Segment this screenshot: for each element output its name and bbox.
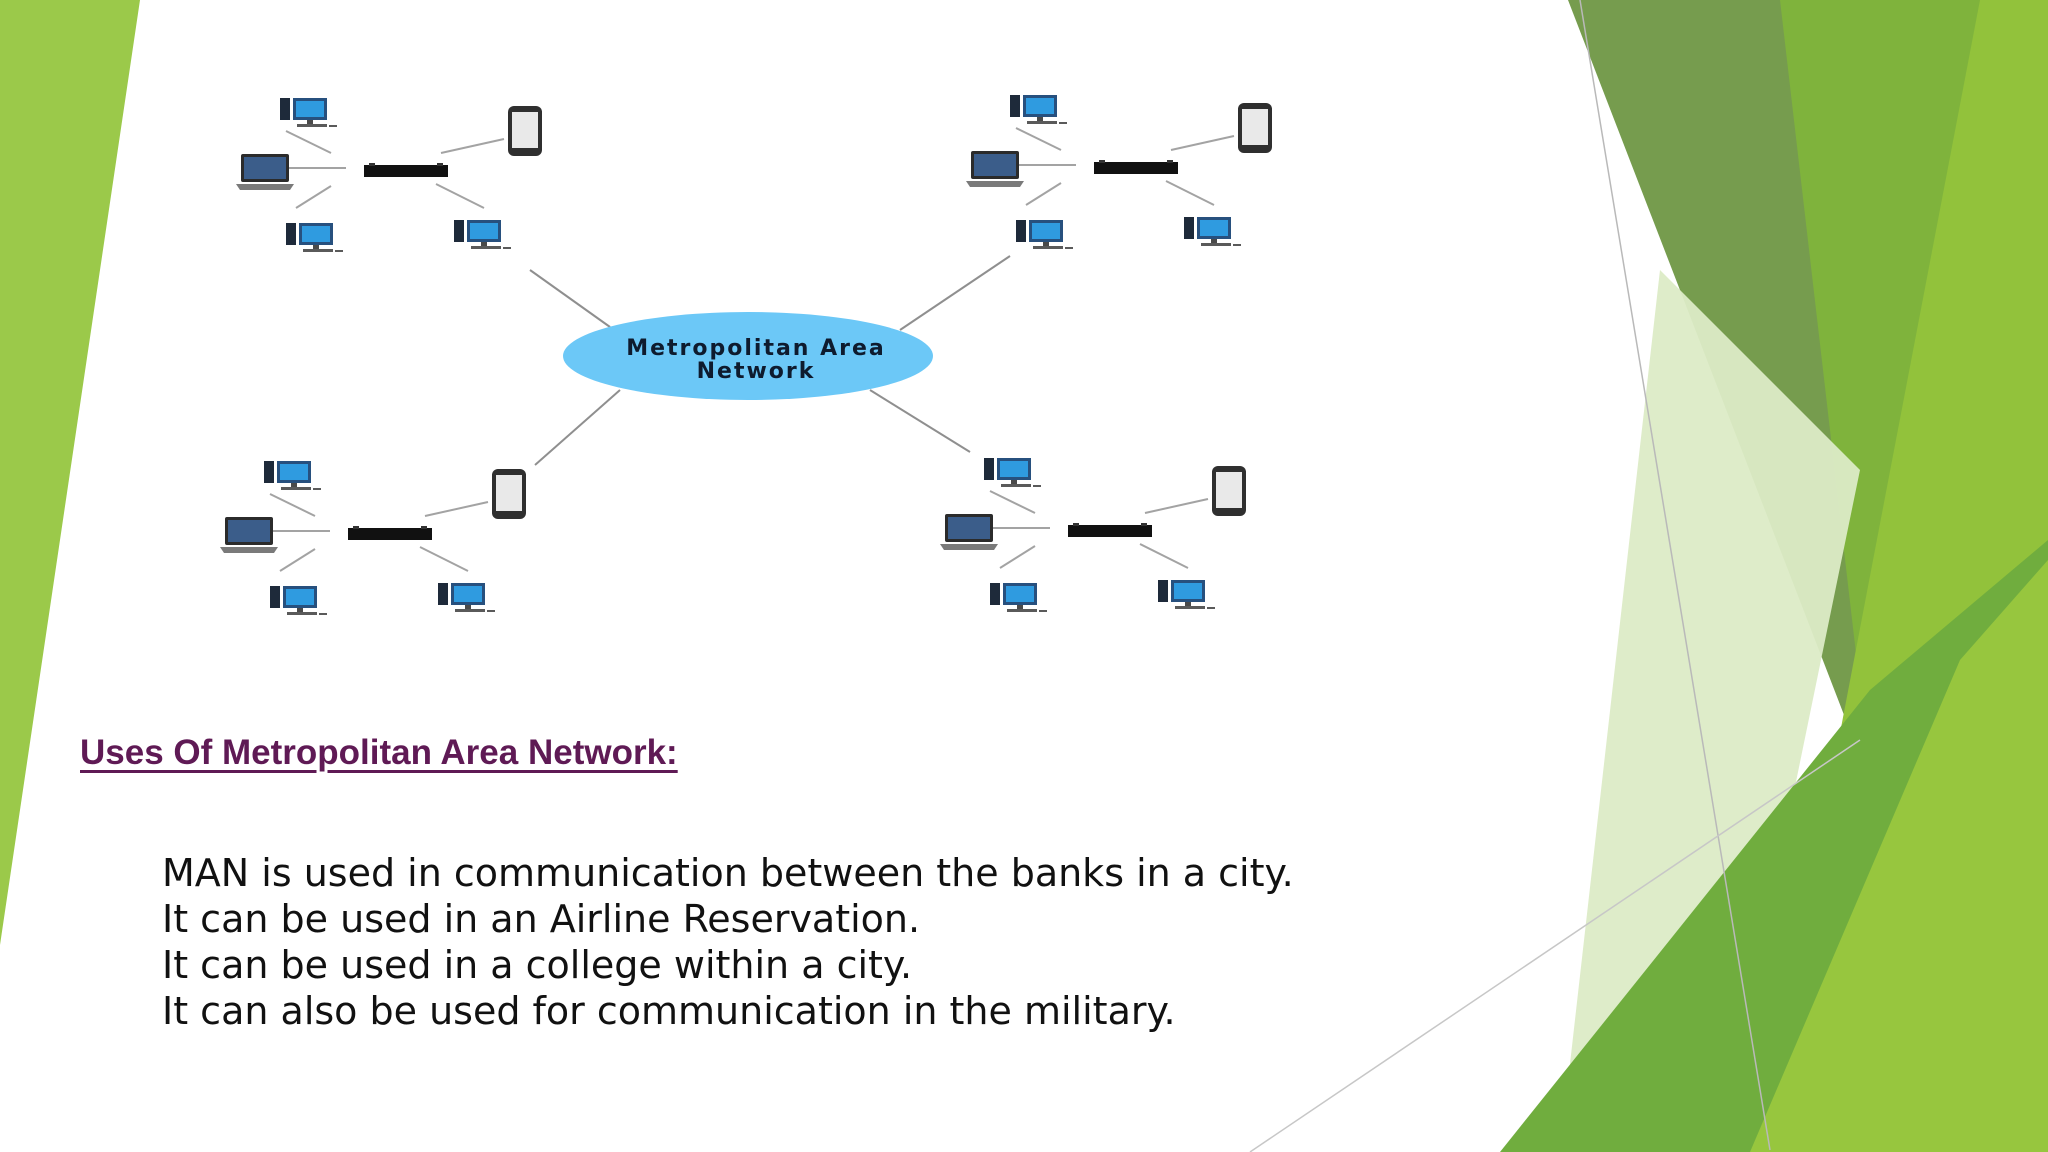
uses-list: MAN is used in communication between the… xyxy=(162,850,1294,1034)
list-item: MAN is used in communication between the… xyxy=(162,851,1294,895)
list-item: It can be used in a college within a cit… xyxy=(162,943,913,987)
device-cluster-top-right xyxy=(966,95,1272,249)
connector-bottom-left xyxy=(534,389,621,466)
hub-label-line-1: Metropolitan Area xyxy=(626,336,886,361)
left-green-bar xyxy=(0,0,140,945)
device-cluster-top-left xyxy=(236,98,542,252)
man-hub-ellipse xyxy=(563,312,933,400)
thin-divider-line-2 xyxy=(1249,739,1861,1152)
uses-heading: Uses Of Metropolitan Area Network: xyxy=(80,733,678,772)
connector-bottom-right xyxy=(869,389,971,453)
connector-top-left xyxy=(529,269,611,328)
thin-divider-line-1 xyxy=(1579,0,1771,1151)
device-cluster-bottom-left xyxy=(220,461,526,615)
list-item: It can be used in an Airline Reservation… xyxy=(162,897,921,941)
list-item: It can also be used for communication in… xyxy=(162,989,1176,1033)
hub-label-line-2: Network xyxy=(697,359,816,384)
device-cluster-bottom-right xyxy=(940,458,1246,612)
connector-top-right xyxy=(899,255,1011,331)
right-light-green-shape xyxy=(1560,270,1860,1152)
right-lime-shape xyxy=(1750,560,2048,1152)
